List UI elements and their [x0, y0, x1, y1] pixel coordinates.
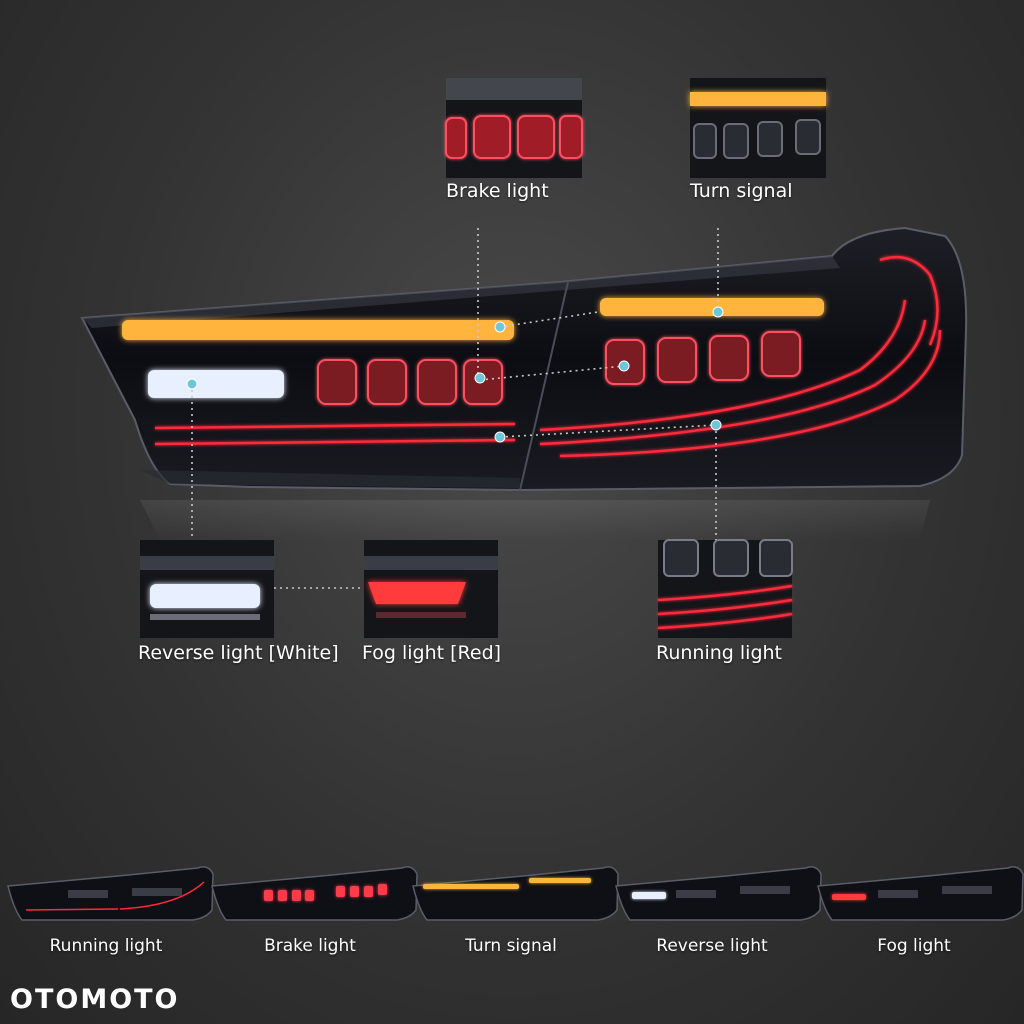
brake-light-label: Brake light — [446, 180, 549, 202]
main-tail-light — [80, 226, 968, 540]
thumbnail-label-fog: Fog light — [877, 936, 951, 956]
thumbnail-label-running: Running light — [49, 936, 163, 956]
fog-light-label: Fog light [Red] — [362, 642, 502, 664]
connector-dots — [186, 306, 724, 443]
brake-light-crop — [445, 78, 583, 178]
turn-signal-crop — [690, 78, 826, 178]
otomoto-logo: OTOMOTO — [10, 984, 180, 1015]
turn-signal-label: Turn signal — [690, 180, 793, 202]
reverse-light-crop — [140, 540, 274, 638]
thumbnail-label-brake: Brake light — [264, 936, 356, 956]
thumbnail-brake — [211, 866, 418, 921]
thumbnail-running — [7, 866, 214, 921]
running-light-label: Running light — [656, 642, 783, 664]
reverse-light-label: Reverse light [White] — [138, 642, 339, 664]
running-light-crop — [657, 539, 793, 638]
reverse-light-element — [148, 370, 284, 398]
thumbnail-label-turn: Turn signal — [465, 936, 557, 956]
thumbnail-label-reverse: Reverse light — [656, 936, 768, 956]
fog-light-crop — [364, 540, 498, 638]
turn-signal-bar-left — [122, 320, 514, 340]
running-light-lines — [154, 255, 942, 458]
connector-lines — [191, 228, 719, 589]
thumbnail-fog — [817, 866, 1024, 921]
thumbnail-reverse — [615, 866, 822, 921]
thumbnail-turn — [412, 866, 619, 921]
turn-signal-bar-right — [600, 298, 824, 316]
